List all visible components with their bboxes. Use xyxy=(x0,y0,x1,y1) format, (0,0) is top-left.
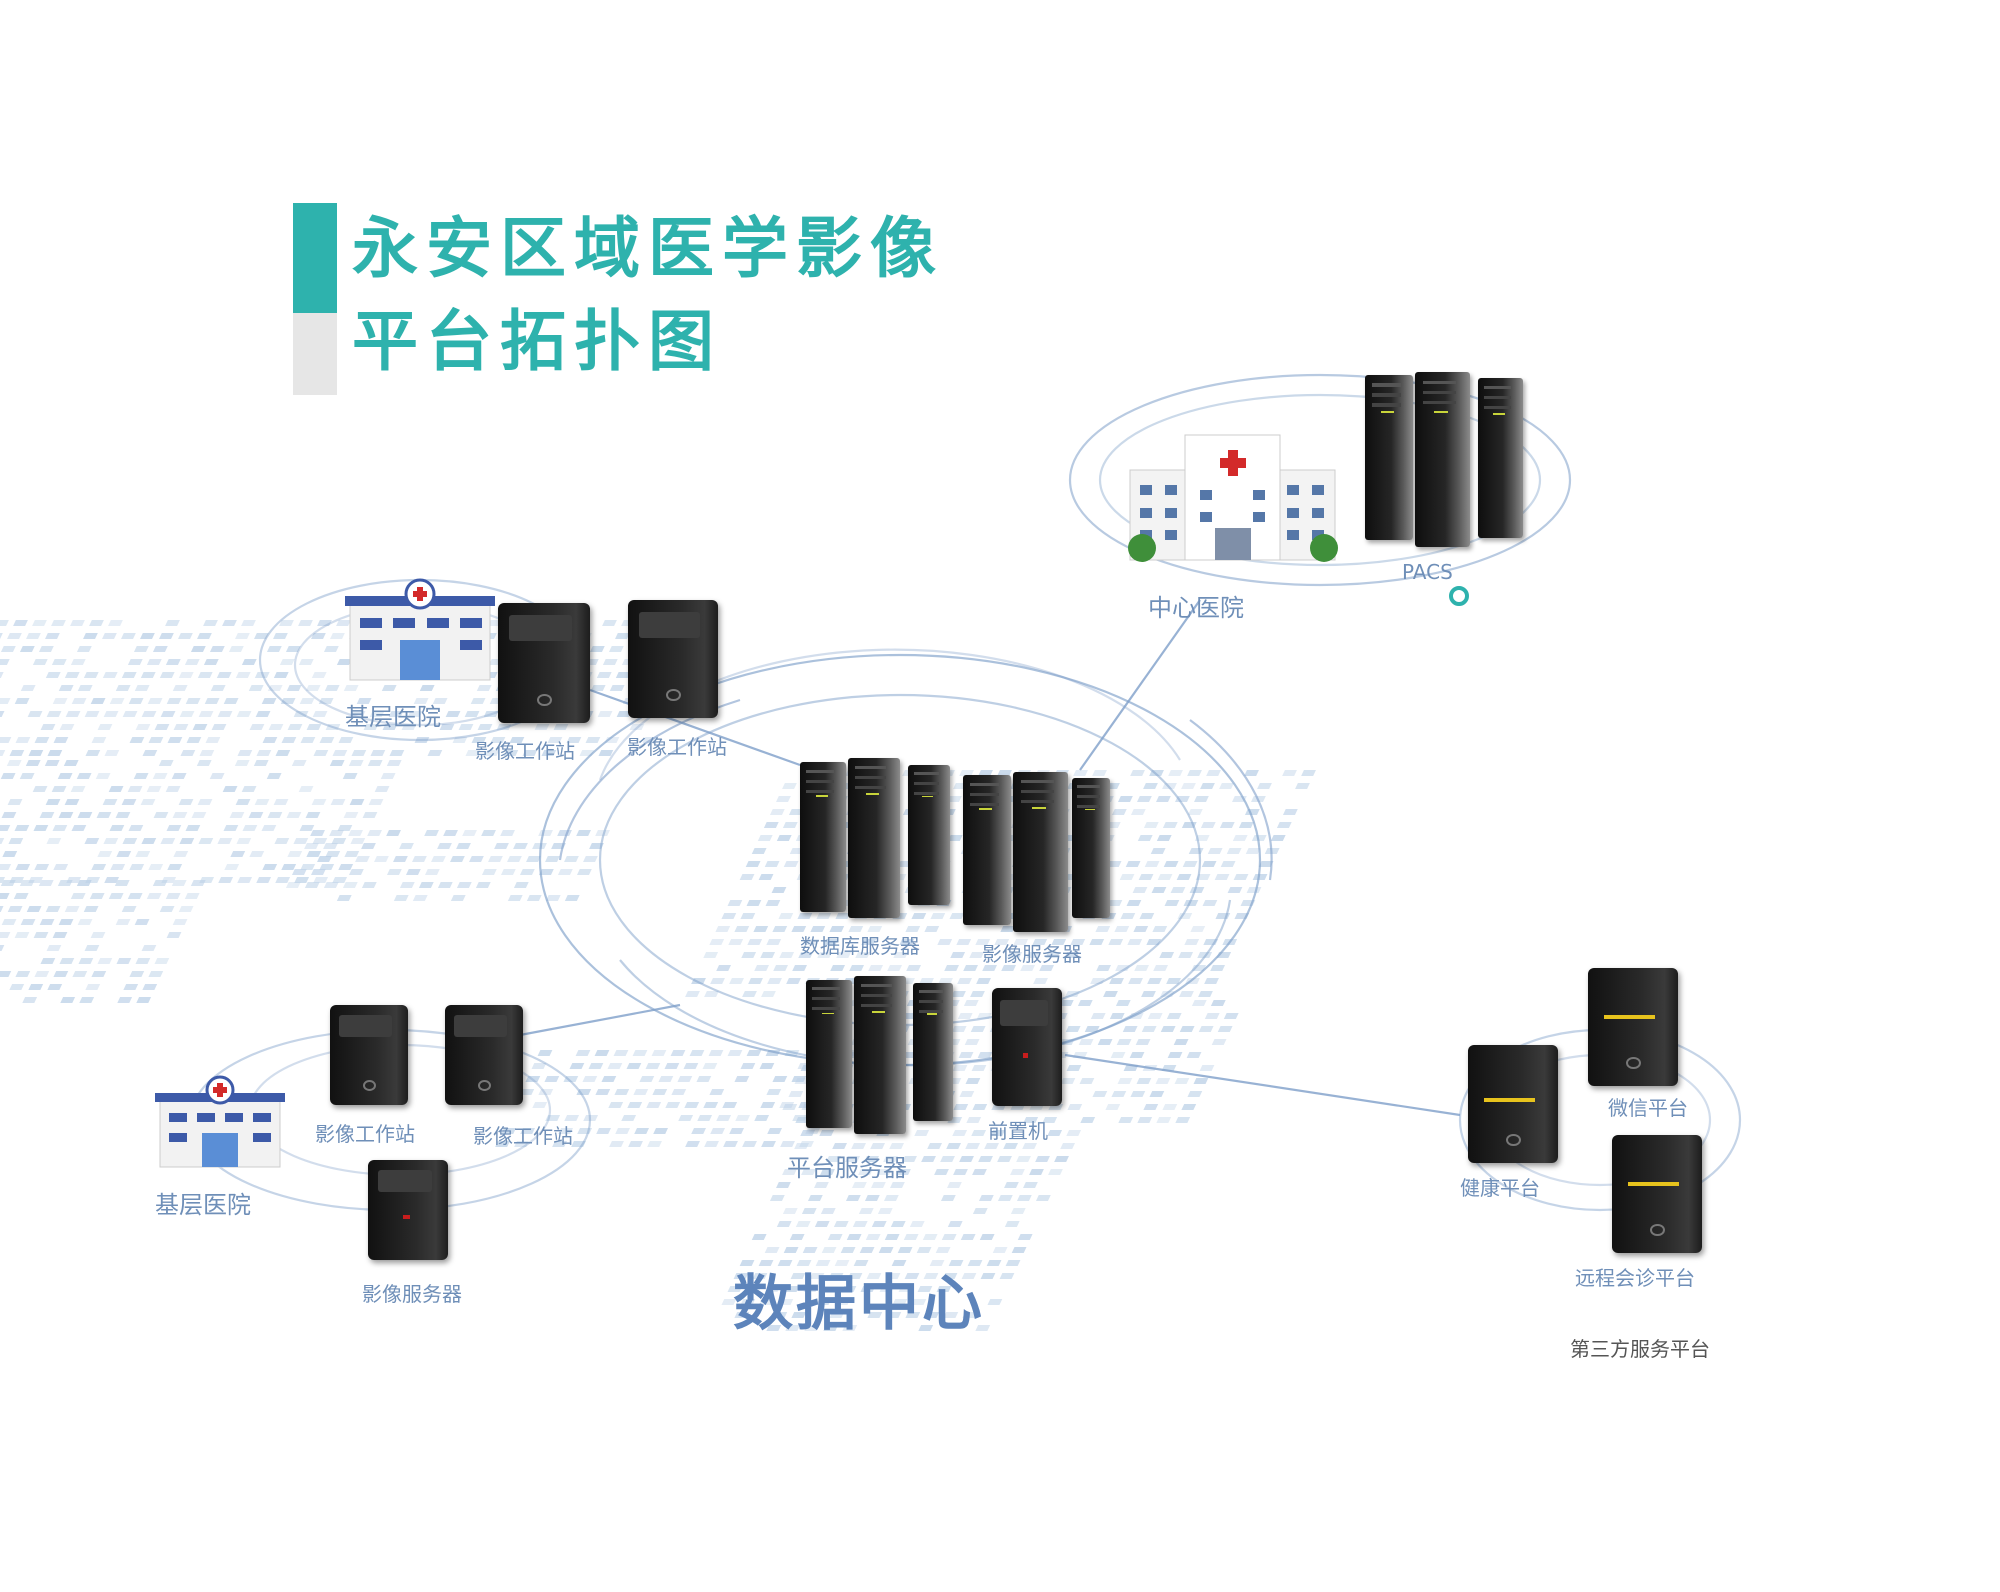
workstation-icon xyxy=(330,1005,408,1105)
db-server-1 xyxy=(800,762,846,912)
image-server-1 xyxy=(963,775,1011,925)
db-server-2 xyxy=(848,758,900,918)
wechat-platform-icon xyxy=(1588,968,1678,1086)
front-machine-label: 前置机 xyxy=(988,1119,1048,1143)
workstation-b-label: 影像工作站 xyxy=(473,1124,573,1148)
front-machine-icon xyxy=(992,988,1062,1106)
image-server-label: 影像服务器 xyxy=(362,1282,462,1306)
central-hospital-icon xyxy=(1128,434,1338,562)
image-server-icon xyxy=(368,1160,448,1260)
data-center-label: 数据中心 xyxy=(733,1269,985,1339)
title-accent-bar xyxy=(293,203,337,313)
remote-consult-label: 远程会诊平台 xyxy=(1575,1266,1695,1290)
base-hospital-2-label: 基层医院 xyxy=(155,1191,251,1219)
workstation-b-label: 影像工作站 xyxy=(627,735,727,759)
remote-consult-platform-icon xyxy=(1612,1135,1702,1253)
db-server-label: 数据库服务器 xyxy=(800,934,920,958)
wechat-platform-label: 微信平台 xyxy=(1608,1096,1688,1120)
third-party-platform-label: 第三方服务平台 xyxy=(1570,1337,1710,1361)
image-server-label: 影像服务器 xyxy=(982,942,1082,966)
pacs-server-3 xyxy=(1478,378,1523,538)
health-platform-label: 健康平台 xyxy=(1460,1176,1540,1200)
base-hospital-1-label: 基层医院 xyxy=(345,703,441,731)
central-hospital-label: 中心医院 xyxy=(1148,594,1244,622)
platform-server-1 xyxy=(806,980,852,1128)
image-server-3 xyxy=(1072,778,1110,918)
db-server-3 xyxy=(908,765,950,905)
world-map-dots xyxy=(0,620,1316,1331)
pacs-marker-icon xyxy=(1449,586,1469,606)
health-platform-icon xyxy=(1468,1045,1558,1163)
page-title-line-2: 平台拓扑图 xyxy=(352,303,722,380)
workstation-icon xyxy=(628,600,718,718)
base-hospital-2-icon xyxy=(155,1075,285,1168)
platform-server-label: 平台服务器 xyxy=(787,1154,907,1182)
image-server-2 xyxy=(1013,772,1068,932)
workstation-icon xyxy=(445,1005,523,1105)
pacs-server-1 xyxy=(1365,375,1413,540)
workstation-a-label: 影像工作站 xyxy=(315,1122,415,1146)
base-hospital-1-icon xyxy=(345,578,495,681)
pacs-label: PACS xyxy=(1402,560,1453,584)
pacs-server-2 xyxy=(1415,372,1470,547)
platform-server-3 xyxy=(913,983,953,1121)
page-title-line-1: 永安区域医学影像 xyxy=(352,210,944,287)
title-grey-bar xyxy=(293,313,337,395)
workstation-icon xyxy=(498,603,590,723)
platform-server-2 xyxy=(854,976,906,1134)
workstation-a-label: 影像工作站 xyxy=(475,739,575,763)
